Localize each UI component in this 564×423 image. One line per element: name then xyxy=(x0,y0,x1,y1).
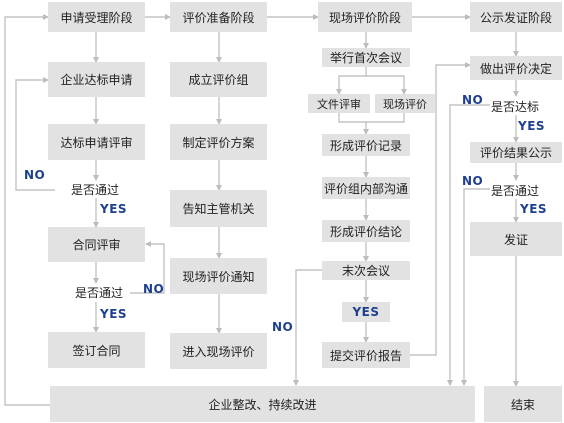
step-end: 结束 xyxy=(484,386,562,422)
step-sign-contract: 签订合同 xyxy=(48,332,145,368)
step-document-review: 文件评审 xyxy=(308,94,370,113)
step-make-decision: 做出评价决定 xyxy=(470,56,562,80)
step-enterprise-apply: 企业达标申请 xyxy=(48,62,145,97)
step-rectify-improve: 企业整改、持续改进 xyxy=(50,386,475,422)
step-submit-report: 提交评价报告 xyxy=(322,342,410,368)
yes-label-contract: YES xyxy=(100,307,128,321)
step-make-plan: 制定评价方案 xyxy=(170,124,267,160)
phase-publication: 公示发证阶段 xyxy=(470,2,562,32)
step-internal-communication: 评价组内部沟通 xyxy=(322,177,410,199)
decision-meets-standard: 是否达标 xyxy=(490,98,541,115)
step-site-review: 现场评价 xyxy=(375,94,435,113)
no-label-review: NO xyxy=(24,168,46,182)
no-label-contract: NO xyxy=(143,282,165,296)
decision-publicity-pass: 是否通过 xyxy=(490,182,541,199)
step-final-meeting: 末次会议 xyxy=(322,261,410,280)
step-notify-authority: 告知主管机关 xyxy=(170,190,267,227)
step-enter-onsite: 进入现场评价 xyxy=(170,333,267,369)
step-application-review: 达标申请评审 xyxy=(48,124,145,160)
step-form-conclusion: 形成评价结论 xyxy=(322,220,410,242)
phase-preparation: 评价准备阶段 xyxy=(170,2,267,32)
step-first-meeting: 举行首次会议 xyxy=(322,48,410,67)
decision-contract-pass: 是否通过 xyxy=(74,284,125,301)
no-label-final-meeting: NO xyxy=(272,320,294,334)
yes-label-final-meeting: YES xyxy=(342,302,390,322)
phase-application: 申请受理阶段 xyxy=(48,2,145,32)
yes-label-review: YES xyxy=(100,202,128,216)
step-contract-review: 合同评审 xyxy=(48,227,145,262)
yes-label-publicity: YES xyxy=(520,202,548,216)
step-certify: 发证 xyxy=(470,222,562,256)
step-onsite-notice: 现场评价通知 xyxy=(170,258,267,294)
step-form-group: 成立评价组 xyxy=(170,62,267,97)
no-label-publicity: NO xyxy=(462,174,484,188)
step-form-record: 形成评价记录 xyxy=(322,134,410,156)
yes-label-standard: YES xyxy=(518,119,546,133)
step-publicize-result: 评价结果公示 xyxy=(470,142,562,163)
phase-onsite: 现场评价阶段 xyxy=(318,2,412,32)
no-label-standard: NO xyxy=(462,93,484,107)
decision-review-pass: 是否通过 xyxy=(70,181,121,198)
